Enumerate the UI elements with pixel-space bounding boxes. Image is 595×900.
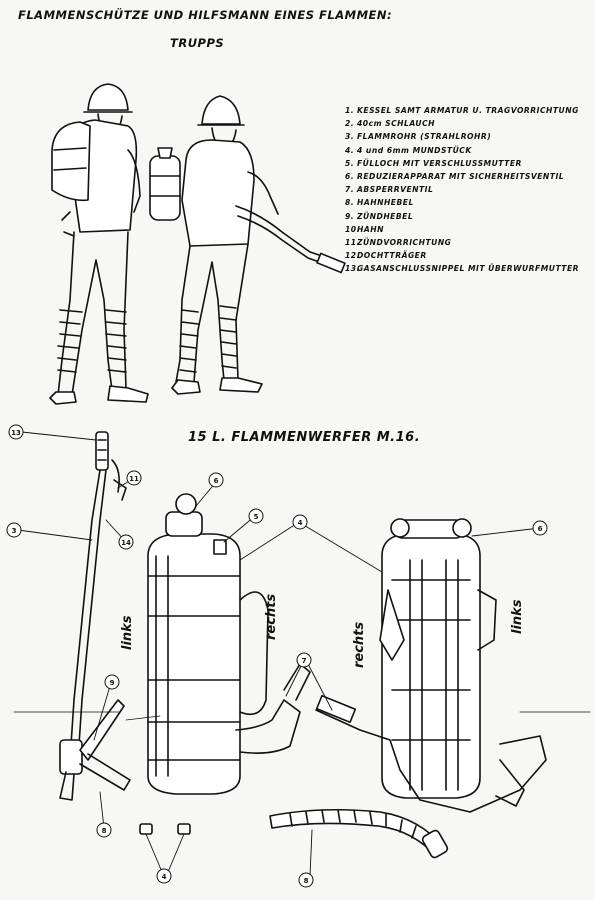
legend-item: 11.ZÜNDVORRICHTUNG [345,236,590,249]
legend-item-text: ZÜNDVORRICHTUNG [357,237,452,247]
legend-item-number: 13. [345,264,360,274]
callout-8-left: 8 [102,827,107,835]
callout-13: 13 [11,429,21,437]
legend-item: 5.FÜLLOCH MIT VERSCHLUSSMUTTER [345,157,590,170]
hose-drawing [269,808,449,859]
callout-4-bottom: 4 [162,873,167,881]
title-line-1: FLAMMENSCHÜTZE UND HILFSMANN EINES FLAMM… [18,8,393,22]
legend-item: 8.HAHNHEBEL [345,196,590,209]
legend-item-number: 1. [345,106,355,115]
legend-item: 10.HAHN [345,223,590,236]
legend-item-number: 9. [345,211,355,221]
legend-item-number: 12. [345,251,360,261]
legend-item-text: HAHNHEBEL [357,198,414,208]
soldier-right-figure [149,95,346,395]
legend-item-number: 3. [345,132,355,142]
legend-item: 7.ABSPERRVENTIL [345,183,590,196]
legend-item-number: 7. [345,185,355,195]
title-line-2: TRUPPS [170,36,225,50]
legend-item-number: 8. [345,198,355,208]
legend-item-number: 4. [345,145,355,155]
legend-item-text: FLAMMROHR (STRAHLROHR) [357,132,492,142]
legend-item: 1.KESSEL SAMT ARMATUR U. TRAGVORRICHTUNG [345,104,590,117]
label-left-rechts: rechts [264,593,279,640]
legend-item-number: 11. [345,237,360,247]
fuel-tank-right-drawing [315,518,547,813]
legend-item: 4.4 und 6mm MUNDSTÜCK [345,144,590,157]
legend-item-text: FÜLLOCH MIT VERSCHLUSSMUTTER [357,158,522,168]
label-right-links: links [510,599,525,634]
legend-item-text: REDUZIERAPPARAT MIT SICHERHEITSVENTIL [357,171,565,181]
callout-5: 5 [254,513,259,521]
legend-item-number: 5. [345,158,355,168]
legend-item-number: 10. [345,224,360,234]
callout-7: 7 [302,657,307,665]
fuel-tank-left-drawing [147,493,311,795]
legend-item-number: 2. [345,119,355,129]
callout-6-left: 6 [214,477,219,485]
label-left-links: links [120,615,135,650]
legend-item: 13.GASANSCHLUSSNIPPEL MIT ÜBERWURFMUTTER [345,262,590,275]
legend-item-number: 6. [345,171,355,181]
legend-item-text: ZÜNDHEBEL [357,211,414,221]
legend-item: 6.REDUZIERAPPARAT MIT SICHERHEITSVENTIL [345,170,590,183]
callout-4-top: 4 [298,519,303,527]
callout-9: 9 [110,679,115,687]
legend-item-text: KESSEL SAMT ARMATUR U. TRAGVORRICHTUNG [357,106,579,115]
label-right-rechts: rechts [352,621,367,668]
legend-item-text: ABSPERRVENTIL [357,185,434,195]
legend-item: 12.DOCHTTRÄGER [345,249,590,262]
soldier-left-figure [49,83,149,405]
callout-8-bottom: 8 [304,877,309,885]
legend-item: 3.FLAMMROHR (STRAHLROHR) [345,130,590,143]
legend-item-text: 40cm SCHLAUCH [357,119,435,129]
flame-tube-drawing [59,431,131,801]
mouthpieces-drawing [139,823,191,835]
callout-circles [6,424,548,888]
callout-11: 11 [129,475,139,483]
legend-item-text: HAHN [357,224,384,234]
legend-item-text: 4 und 6mm MUNDSTÜCK [357,145,472,155]
callout-14: 14 [121,539,131,547]
callout-6-right: 6 [538,525,543,533]
parts-legend: 1.KESSEL SAMT ARMATUR U. TRAGVORRICHTUNG… [345,104,590,275]
flamethrower-subtitle: 15 L. FLAMMENWERFER M.16. [188,430,421,445]
callout-3: 3 [12,527,17,535]
legend-item: 9.ZÜNDHEBEL [345,210,590,223]
legend-item-text: DOCHTTRÄGER [357,251,427,261]
legend-item: 2.40cm SCHLAUCH [345,117,590,130]
legend-item-text: GASANSCHLUSSNIPPEL MIT ÜBERWURFMUTTER [357,264,580,274]
